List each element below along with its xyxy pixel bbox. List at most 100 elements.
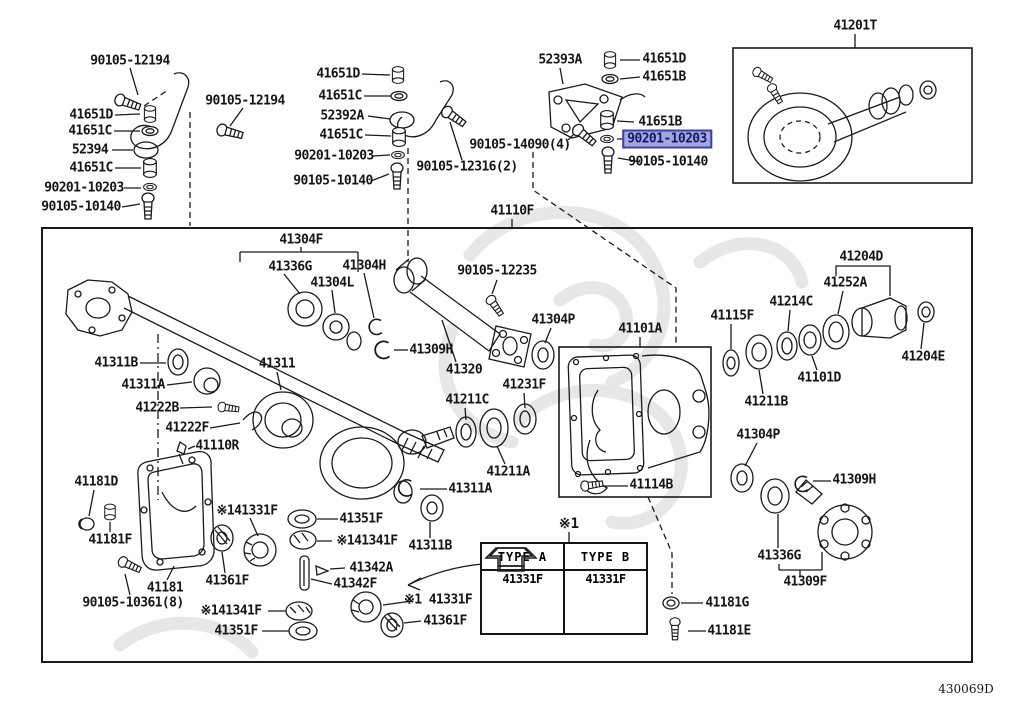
cushion-b-icon: [484, 547, 538, 572]
part-label: 41361F: [423, 613, 467, 629]
part-label: 41342F: [333, 576, 377, 592]
part-label: 90105-12235: [457, 263, 537, 279]
part-label: 41651C: [318, 88, 362, 104]
mounting-bracket-drawing: [548, 51, 646, 174]
part-label: 90105-10140: [628, 154, 708, 170]
type-a-cell: 41331F: [482, 547, 563, 633]
part-label: 41309H: [832, 472, 876, 488]
part-label: 41351F: [214, 623, 258, 639]
stabilizer-link-left-drawing: [112, 67, 245, 220]
part-label-highlighted: 90201-10203: [622, 129, 712, 149]
part-label: 41201T: [833, 18, 877, 34]
drive-shaft-drawing: [393, 257, 555, 370]
construction-dashed-lines: [143, 89, 677, 594]
part-label: 41181: [146, 580, 184, 596]
part-label: 90105-12194: [205, 93, 285, 109]
part-label: 41211A: [486, 464, 530, 480]
stabilizer-link-mid-drawing: [361, 66, 469, 190]
part-label: 41651C: [68, 123, 112, 139]
part-label: 41651D: [642, 51, 686, 67]
ring-gear-pinion-inset: [732, 34, 973, 184]
type-b-header: TYPE B: [565, 544, 646, 571]
part-label: 90105-12316(2): [416, 159, 518, 175]
part-label: 90201-10203: [294, 148, 374, 164]
part-label: ※141341F: [200, 603, 262, 619]
part-label: 90105-12194: [90, 53, 170, 69]
cover-plate-drawing: [78, 450, 215, 596]
part-label: 41309H: [409, 342, 453, 358]
part-label: 52393A: [538, 52, 582, 68]
part-label: 41304L: [310, 275, 354, 291]
background-watermark: [113, 205, 809, 659]
type-table-note: ※1: [558, 516, 580, 532]
part-label: 41211C: [445, 392, 489, 408]
part-label: 41304P: [531, 312, 575, 328]
part-label: 41304H: [342, 258, 386, 274]
type-b-cell: 41331F: [484, 547, 646, 633]
part-label: 90105-14090(4): [469, 137, 571, 153]
type-a-part-number: 41331F: [502, 572, 543, 586]
part-label: 41181F: [88, 532, 132, 548]
part-label: 41651B: [638, 114, 682, 130]
part-label: 41361F: [205, 573, 249, 589]
ring-gear-assembly-drawing: [319, 392, 537, 504]
part-label: 41110F: [490, 203, 534, 219]
part-label: 41311A: [121, 377, 165, 393]
part-label: 41651D: [69, 107, 113, 123]
part-label: 41222F: [165, 420, 209, 436]
part-label: ※141331F: [216, 503, 278, 519]
part-label: 41204E: [901, 349, 945, 365]
main-assembly-box: [41, 227, 973, 663]
type-table: TYPE A 41331F TYPE B 41331F: [480, 542, 648, 635]
part-label: 90105-10140: [293, 173, 373, 189]
part-label: 41214C: [769, 294, 813, 310]
type-b-part-number: 41331F: [585, 572, 626, 586]
part-label: 52392A: [320, 108, 364, 124]
part-label: 41311B: [408, 538, 452, 554]
part-label: 41651C: [69, 160, 113, 176]
part-label: 90105-10140: [41, 199, 121, 215]
part-label: 41651C: [319, 127, 363, 143]
pinion-bearing-row-drawing: [722, 265, 935, 395]
part-label: 41651B: [642, 69, 686, 85]
output-flange-drawing: [730, 442, 873, 576]
part-label: 41651D: [316, 66, 360, 82]
part-label: 41342A: [349, 560, 393, 576]
part-label: 41181G: [705, 595, 749, 611]
axle-shaft-drawing: [65, 247, 445, 463]
part-label: 41311: [258, 356, 296, 372]
part-label: 41211B: [744, 394, 788, 410]
side-gear-and-fittings-drawing: [140, 348, 314, 465]
part-label: ※1 41331F: [403, 592, 473, 608]
part-label: 41304P: [736, 427, 780, 443]
part-label: ※141341F: [336, 533, 398, 549]
part-label: 41231F: [502, 377, 546, 393]
part-label: 41101D: [797, 370, 841, 386]
part-label: 41336G: [757, 548, 801, 564]
part-label: 41304F: [279, 232, 323, 248]
part-label: 41115F: [710, 308, 754, 324]
part-label: 41351F: [339, 511, 383, 527]
part-label: 41311A: [448, 481, 492, 497]
part-label: 41252A: [823, 275, 867, 291]
part-label: 41101A: [618, 321, 662, 337]
carrier-housing-drawing: [558, 337, 712, 498]
type-b-column: TYPE B 41331F: [484, 544, 646, 633]
part-label: 41110R: [195, 438, 239, 454]
part-label: 90105-10361(8): [82, 595, 184, 611]
part-label: 41222B: [135, 400, 179, 416]
part-label: 430069D: [938, 682, 994, 696]
part-label: 41311B: [94, 355, 138, 371]
part-label: 41336G: [268, 259, 312, 275]
part-label: 41181D: [74, 474, 118, 490]
part-label: 41181E: [707, 623, 751, 639]
part-label: 41204D: [839, 249, 883, 265]
part-label: 41320: [445, 362, 483, 378]
part-label: 41114B: [629, 477, 673, 493]
type-a-column: TYPE A 41331F: [482, 544, 563, 633]
part-label: 41309F: [783, 574, 827, 590]
breather-and-drain-drawing: [662, 596, 706, 641]
part-label: 90201-10203: [44, 180, 124, 196]
